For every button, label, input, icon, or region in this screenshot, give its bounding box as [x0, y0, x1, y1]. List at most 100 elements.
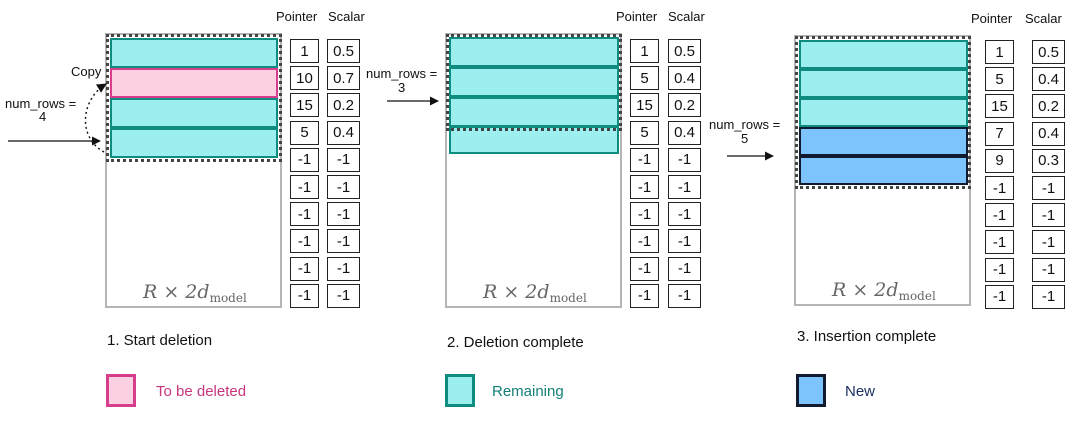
scalar-cell: -1: [1032, 284, 1065, 309]
scalar-cell: -1: [327, 202, 360, 227]
pointer-header: Pointer: [971, 11, 1013, 26]
pointer-cell: 10: [290, 66, 319, 91]
panel-caption: 2. Deletion complete: [447, 334, 584, 351]
scalar-header: Scalar: [1025, 11, 1062, 26]
scalar-cell: -1: [1032, 230, 1065, 255]
scalar-cell: 0.2: [1032, 94, 1065, 119]
pointer-cell: -1: [985, 176, 1014, 200]
pointer-cell: -1: [985, 284, 1014, 309]
pointer-cell: -1: [290, 147, 319, 172]
scalar-cell: -1: [668, 175, 701, 199]
scalar-cell: 0.4: [1032, 121, 1065, 146]
pointer-header: Pointer: [616, 9, 658, 24]
matrix-row-remaining: [799, 98, 968, 127]
legend-label-new: New: [845, 383, 876, 400]
num-rows-value: 4: [39, 109, 47, 124]
scalar-cell: 0.4: [1032, 67, 1065, 92]
scalar-cell: -1: [1032, 176, 1065, 200]
num-rows-value: 5: [741, 131, 749, 146]
pointer-cell: -1: [630, 229, 659, 254]
scalar-header: Scalar: [328, 9, 365, 24]
scalar-cell: -1: [668, 283, 701, 308]
panel-caption: 1. Start deletion: [107, 332, 213, 349]
matrix-row-remaining: [449, 37, 619, 67]
num-rows-label: num_rows =: [5, 96, 77, 111]
scalar-cell: -1: [327, 256, 360, 281]
legend-swatch-to-be-deleted: [106, 374, 136, 407]
pointer-cell: -1: [630, 202, 659, 227]
scalar-cell: 0.2: [327, 93, 360, 118]
pointer-cell: -1: [290, 175, 319, 199]
scalar-cell: -1: [1032, 203, 1065, 228]
scalar-cell: 0.2: [668, 93, 701, 118]
copy-arrow: [84, 83, 107, 153]
scalar-cell: 0.4: [668, 120, 701, 145]
scalar-cell: -1: [327, 175, 360, 199]
scalar-cell: -1: [327, 283, 360, 308]
matrix-row-new: [799, 156, 968, 185]
scalar-cell: -1: [327, 147, 360, 172]
matrix-row-remaining: [449, 67, 619, 97]
active-rows-outline: [795, 36, 971, 189]
pointer-cell: -1: [630, 283, 659, 308]
pointer-cell: 7: [985, 121, 1014, 146]
legend-label-to-be-deleted: To be deleted: [156, 383, 247, 400]
pointer-cell: 5: [985, 67, 1014, 92]
scalar-cell: 0.5: [327, 39, 360, 63]
panel-caption: 3. Insertion complete: [797, 328, 937, 345]
num-rows-label: num_rows =: [709, 117, 781, 132]
matrix-row-to-be-deleted: [110, 68, 278, 98]
scalar-cell: -1: [668, 229, 701, 254]
matrix-row-remaining: [799, 69, 968, 98]
matrix-row-remaining: [449, 97, 619, 127]
legend-swatch-new: [796, 374, 826, 407]
pointer-cell: -1: [290, 229, 319, 254]
pointer-cell: 1: [630, 39, 659, 63]
pointer-cell: -1: [290, 283, 319, 308]
scalar-cell: -1: [668, 256, 701, 281]
matrix-dimension-label: R × 2dmodel: [143, 281, 247, 305]
matrix-row-new: [799, 127, 968, 156]
scalar-cell: 0.5: [668, 39, 701, 63]
matrix-row-remaining: [799, 40, 968, 69]
matrix-dimension-label: R × 2dmodel: [483, 281, 587, 305]
pointer-cell: 1: [290, 39, 319, 63]
pointer-cell: 9: [985, 148, 1014, 173]
matrix-row-remaining: [110, 128, 278, 158]
matrix-dimension-label: R × 2dmodel: [832, 279, 936, 303]
pointer-cell: 15: [985, 94, 1014, 119]
scalar-cell: 0.4: [327, 120, 360, 145]
pointer-cell: -1: [630, 256, 659, 281]
legend-label-remaining: Remaining: [492, 383, 564, 400]
scalar-cell: 0.3: [1032, 148, 1065, 173]
active-rows-outline: [106, 34, 282, 162]
legend-swatch-remaining: [445, 374, 475, 407]
active-rows-outline: [446, 34, 622, 131]
scalar-cell: -1: [668, 202, 701, 227]
scalar-cell: 0.5: [1032, 40, 1065, 64]
pointer-cell: -1: [985, 230, 1014, 255]
pointer-cell: 5: [630, 66, 659, 91]
pointer-cell: 5: [630, 120, 659, 145]
pointer-cell: 15: [290, 93, 319, 118]
pointer-cell: 15: [630, 93, 659, 118]
scalar-cell: 0.7: [327, 66, 360, 91]
scalar-cell: -1: [327, 229, 360, 254]
matrix-row-remaining: [110, 38, 278, 68]
pointer-header: Pointer: [276, 9, 318, 24]
copy-label: Copy: [71, 64, 102, 79]
scalar-cell: -1: [1032, 257, 1065, 282]
scalar-cell: -1: [668, 147, 701, 172]
pointer-cell: -1: [290, 202, 319, 227]
pointer-cell: -1: [630, 175, 659, 199]
scalar-cell: 0.4: [668, 66, 701, 91]
pointer-cell: -1: [630, 147, 659, 172]
pointer-cell: 5: [290, 120, 319, 145]
pointer-cell: -1: [985, 203, 1014, 228]
matrix-row-remaining: [110, 98, 278, 128]
num-rows-value: 3: [398, 80, 406, 95]
pointer-cell: 1: [985, 40, 1014, 64]
num-rows-label: num_rows =: [366, 66, 438, 81]
pointer-cell: -1: [985, 257, 1014, 282]
